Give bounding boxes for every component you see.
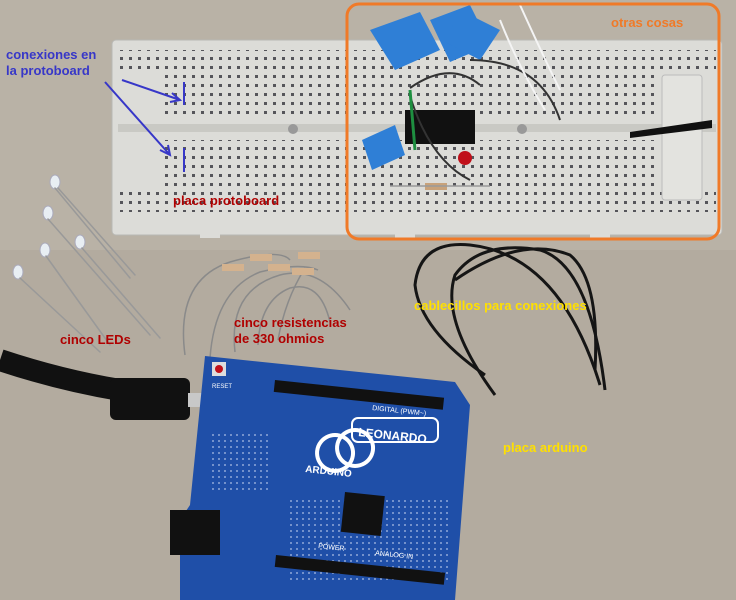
- otras-cosas-frame: [345, 2, 721, 241]
- label-placa-arduino: placa arduino: [503, 440, 588, 455]
- jumper-wires: [413, 243, 607, 396]
- power-text: POWER: [318, 543, 345, 553]
- label-otras-cosas: otras cosas: [611, 15, 684, 30]
- annotation-arrows: [104, 79, 185, 172]
- label-cablecillos: cablecillos para conexiones: [414, 298, 587, 313]
- resistors: [182, 252, 351, 359]
- label-cinco-leds: cinco LEDs: [60, 332, 131, 347]
- arduino-board: [170, 356, 470, 600]
- analog-text: ANALOG IN: [375, 550, 414, 561]
- reset-text: RESET: [212, 384, 232, 390]
- label-conexiones: conexiones en la protoboard: [6, 47, 97, 78]
- leds: [12, 174, 161, 353]
- label-placa-protoboard: placa protoboard: [173, 193, 280, 208]
- label-cinco-resistencias: cinco resistencias de 330 ohmios: [234, 315, 347, 346]
- circuit-components: [362, 4, 712, 190]
- arduino-logo-text: ARDUINO: [305, 464, 353, 480]
